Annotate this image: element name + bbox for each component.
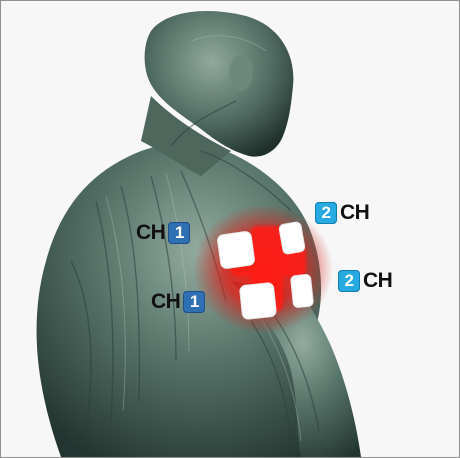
electrode-pad — [239, 282, 276, 319]
ch2-lower-text: CH — [363, 269, 392, 293]
ch2-lower-badge: 2 — [338, 270, 360, 292]
ch1-upper-badge: 1 — [168, 222, 190, 244]
ch1-lower-text: CH — [151, 290, 180, 314]
electrode-pad — [290, 274, 313, 308]
electrode-pad — [217, 231, 255, 269]
ch2-upper-badge: 2 — [315, 202, 337, 224]
ch1-lower-badge: 1 — [183, 291, 205, 313]
electrode-pad — [279, 221, 306, 254]
ear-shape — [229, 55, 253, 91]
ch1-upper-text: CH — [136, 221, 165, 245]
ch2-upper-text: CH — [340, 201, 369, 225]
